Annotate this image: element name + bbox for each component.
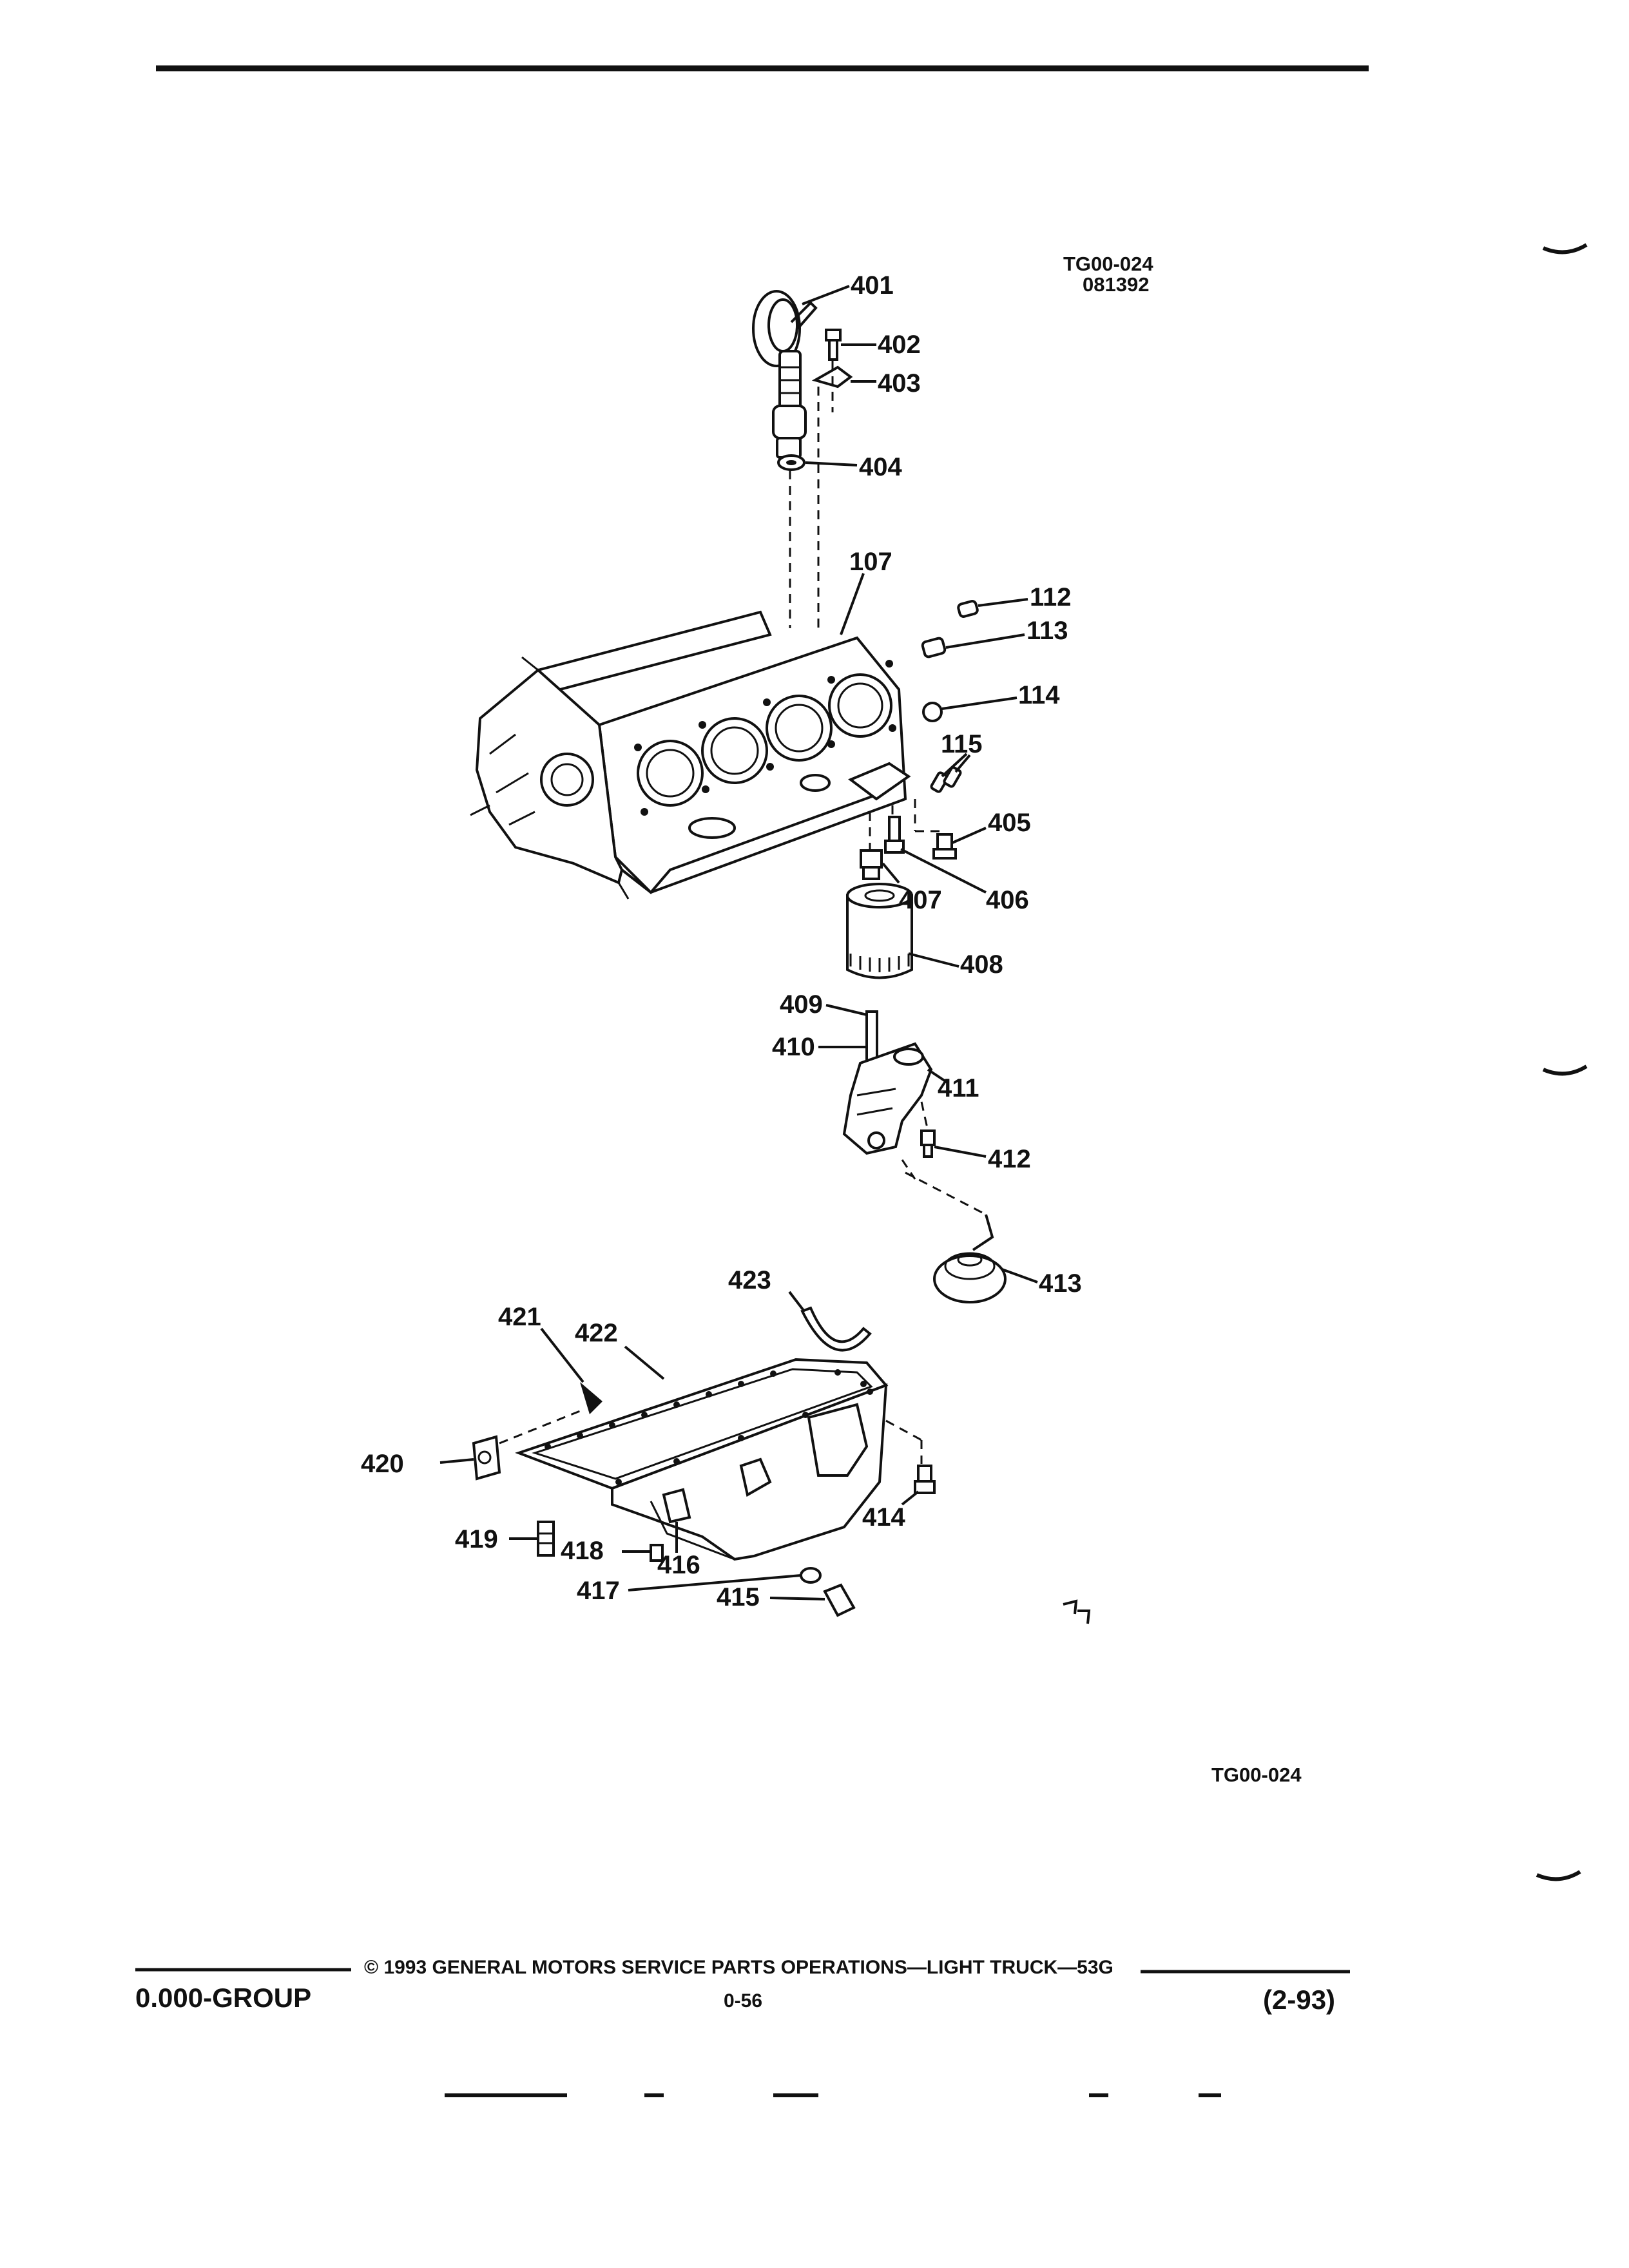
callout-411: 411 [938,1074,979,1102]
leader-lines [439,285,1038,1600]
gasket-arrow-421 [580,1382,602,1414]
bolt-415 [823,1583,856,1617]
washer-417 [800,1567,822,1584]
callout-418: 418 [561,1537,604,1565]
callout-423: 423 [728,1266,771,1294]
bracket-420 [472,1435,501,1481]
callout-406: 406 [986,886,1029,914]
callout-113: 113 [1027,617,1068,645]
fitting-406 [884,816,905,854]
figure-code-bottom: TG00-024 [1211,1763,1302,1786]
callout-412: 412 [988,1145,1031,1173]
plug-114 [922,702,943,722]
oil-filter-408 [846,883,913,979]
oil-pump-drive-assembly [752,290,818,459]
callout-416: 416 [657,1551,700,1579]
figure-code-top: TG00-024 [1063,253,1153,275]
stud-419 [537,1521,555,1557]
callout-422: 422 [575,1319,618,1347]
callout-401: 401 [851,271,894,300]
oil-pump-assembly [842,1010,933,1155]
bolt-414 [914,1465,936,1494]
callout-404: 404 [859,453,902,481]
bolt-402 [825,329,842,361]
callout-414: 414 [862,1503,905,1532]
footer-copyright: © 1993 GENERAL MOTORS SERVICE PARTS OPER… [364,1957,1113,1978]
callout-403: 403 [878,369,921,398]
fitting-407 [860,849,883,880]
plug-113 [921,637,947,658]
scan-mark [1063,1599,1091,1624]
rear-seal-423 [800,1306,872,1352]
seal-404 [777,454,805,471]
oil-pan-422 [515,1358,889,1561]
callout-421: 421 [498,1303,541,1331]
bolt-412 [920,1129,936,1158]
plug-112 [957,600,979,618]
callout-405: 405 [988,809,1031,837]
pickup-screen-413 [905,1171,1007,1303]
callout-402: 402 [878,331,921,359]
binder-marks [1536,243,1588,1881]
figure-date-top: 081392 [1083,273,1149,296]
callout-419: 419 [455,1525,498,1553]
fitting-405 [932,833,957,860]
callout-408: 408 [960,950,1003,979]
callout-415: 415 [717,1583,760,1611]
callout-410: 410 [772,1033,815,1061]
callout-112: 112 [1030,583,1072,611]
callout-114: 114 [1018,681,1060,709]
footer-revision: (2-93) [1263,1984,1335,2015]
footer-group: 0.000-GROUP [135,1983,311,2013]
callout-417: 417 [577,1577,620,1605]
callout-115: 115 [941,730,983,758]
footer-page-number: 0-56 [724,1990,762,2012]
clip-416 [662,1488,691,1524]
engine-block-107 [470,610,911,899]
callout-409: 409 [780,990,823,1019]
callout-107: 107 [849,548,892,576]
callout-413: 413 [1039,1269,1082,1298]
callout-420: 420 [361,1450,404,1478]
callout-407: 407 [899,886,942,914]
